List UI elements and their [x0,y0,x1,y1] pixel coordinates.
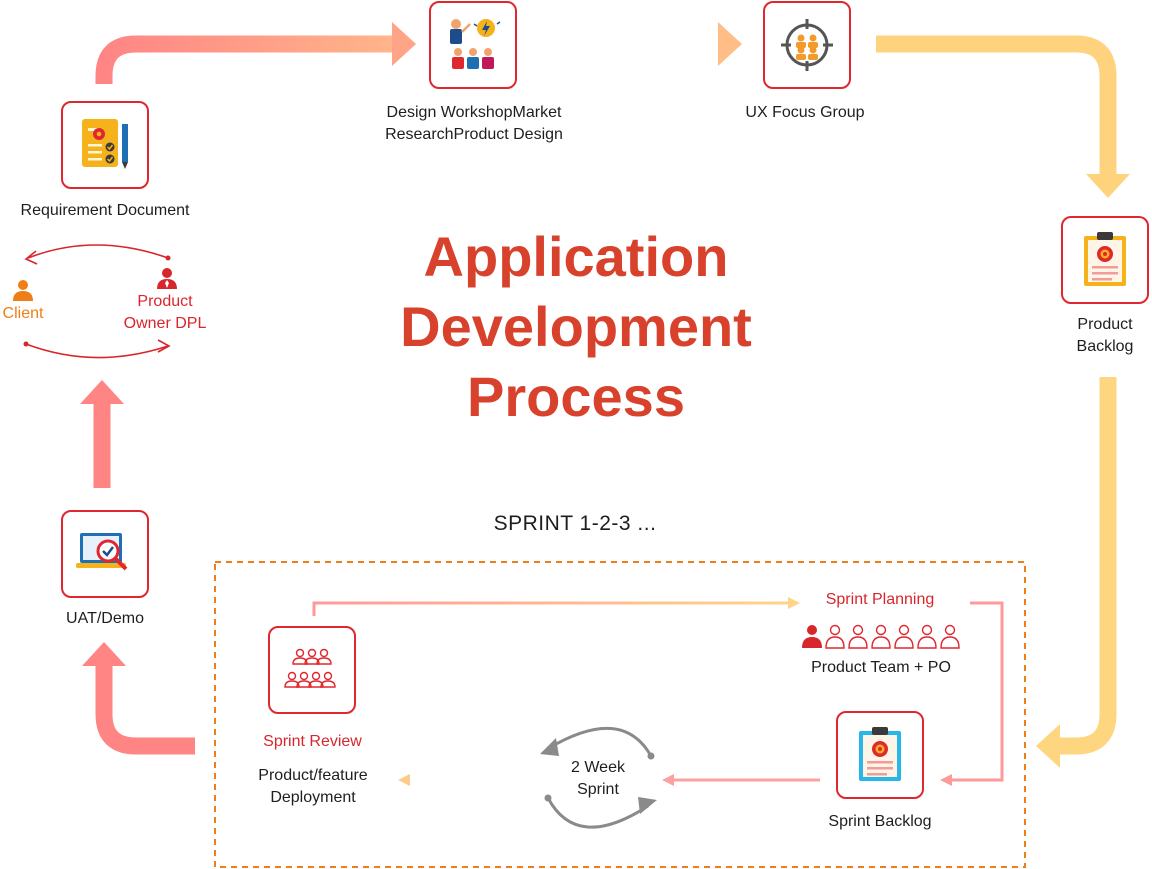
design-label: Design WorkshopMarket ResearchProduct De… [354,102,594,146]
sprint-backlog-node [836,711,924,799]
design-label-line-1: Design WorkshopMarket [386,104,562,121]
ux-label: UX Focus Group [745,104,865,121]
diagram-title: Application Development Process [346,222,806,432]
laptop-check-icon [76,533,128,571]
arrowhead-uat [82,642,126,666]
product-team-label: Product Team + PO [811,659,951,676]
sprint-backlog-label: Sprint Backlog [828,813,932,830]
two-week-sprint-line-1: 2 Week [571,759,625,776]
sprint-review-label: Sprint Review [263,733,362,750]
requirement-label: Requirement Document [20,202,190,219]
sprint-container [214,561,1026,868]
arrowhead-sprint-backlog [1036,724,1060,768]
product-owner-person-icon [157,268,177,289]
title-line-2: Development [400,295,752,358]
target-group-icon [781,19,833,71]
product-owner-line-2: Owner DPL [123,315,207,332]
product-backlog-node [1061,216,1149,304]
deployment-line-1: Product/feature [258,767,368,784]
product-owner-label: Product Owner DPL [110,291,220,335]
feedback-arrow-client-to-owner [25,343,169,359]
arrowhead-design [392,22,416,66]
arrow-ux-to-backlog [876,35,1117,176]
two-week-sprint-line-2: Sprint [577,781,619,798]
requirement-node [61,101,149,189]
feedback-arrow-owner-to-client [27,244,169,259]
deployment-label: Product/feature Deployment [232,765,394,809]
title-line-1: Application [423,225,729,288]
cycle-arrow-bottom [546,797,649,829]
arrowhead-ux [718,22,742,66]
title-line-3: Process [467,365,685,428]
arrow-requirement-to-design [95,35,394,84]
team-group-icon [284,648,336,688]
product-backlog-line-2: Backlog [1076,338,1134,355]
uat-node [61,510,149,598]
design-node [429,1,517,89]
arrow-sprint-to-uat [95,664,195,755]
workshop-icon [450,19,501,69]
client-label: Client [2,305,44,322]
design-label-line-2: ResearchProduct Design [385,126,563,143]
backlog-clipboard-icon [1084,232,1126,286]
product-team-icon [802,624,960,649]
client-person-icon [13,280,33,301]
arrowhead-backlog [1086,174,1130,198]
sprint-clipboard-icon [859,727,901,781]
arrow-review-to-planning [312,601,790,616]
sprint-planning-label: Sprint Planning [825,591,935,608]
product-owner-line-1: Product [137,293,193,310]
cycle-arrow-top [548,726,653,757]
deployment-line-2: Deployment [270,789,356,806]
arrow-backlog-to-sprint [1058,377,1117,755]
two-week-sprint-label: 2 Week Sprint [548,757,648,801]
uat-label: UAT/Demo [66,610,144,627]
arrowhead-feedback [80,380,124,404]
sprint-review-node [268,626,356,714]
product-backlog-line-1: Product [1077,316,1133,333]
document-icon [82,119,128,169]
arrow-planning-to-sprint-backlog [952,601,1004,782]
ux-node [763,1,851,89]
sprint-heading: SPRINT 1-2-3 ... [493,512,657,535]
product-backlog-label: Product Backlog [1050,314,1152,358]
